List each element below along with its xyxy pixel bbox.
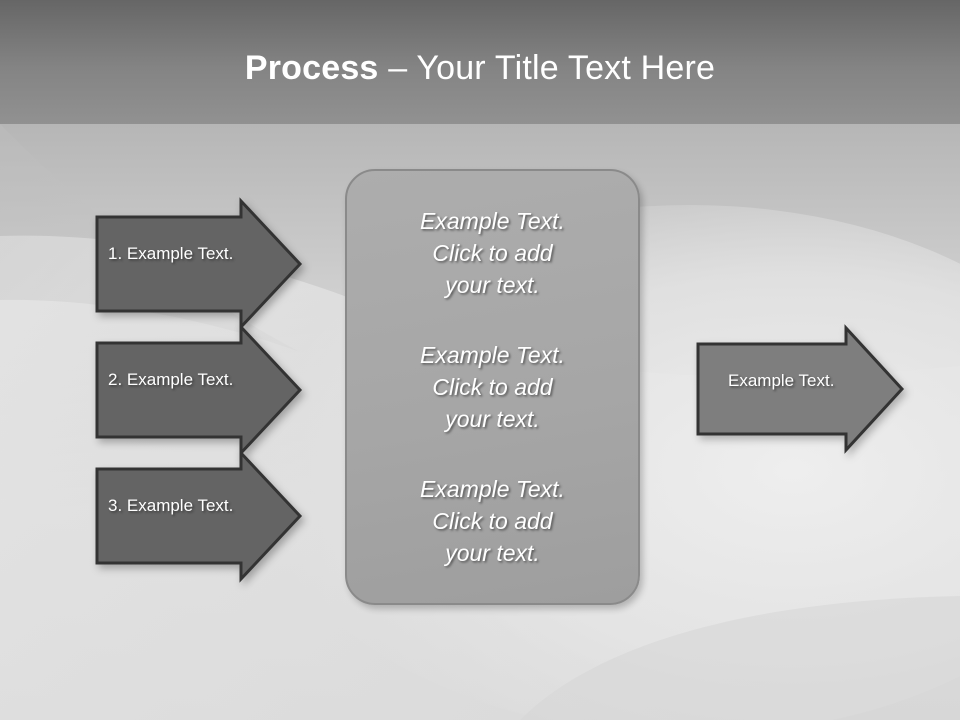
right-arrow-icon	[95, 197, 303, 331]
right-arrow-icon	[95, 449, 303, 583]
right-arrow-icon	[95, 323, 303, 457]
page-title: Process – Your Title Text Here	[245, 46, 715, 90]
input-arrow-2[interactable]: 2. Example Text.	[94, 323, 304, 457]
output-arrow[interactable]: Example Text.	[695, 324, 907, 454]
slide-title: Process – Your Title Text Here	[0, 46, 960, 90]
page-title-bold: Process	[244, 49, 379, 87]
panel-text-block-3[interactable]: Example Text. Click to add your text.	[420, 476, 565, 566]
input-arrow-3[interactable]: 3. Example Text.	[94, 449, 304, 583]
right-arrow-icon	[696, 324, 905, 454]
page-title-rest: – Your Title Text Here	[378, 49, 716, 87]
panel-text-block-2[interactable]: Example Text. Click to add your text.	[420, 342, 565, 432]
input-arrow-1[interactable]: 1. Example Text.	[94, 197, 304, 331]
center-content-panel[interactable]: Example Text. Click to add your text. Ex…	[345, 169, 640, 605]
panel-text-block-1[interactable]: Example Text. Click to add your text.	[420, 208, 565, 298]
